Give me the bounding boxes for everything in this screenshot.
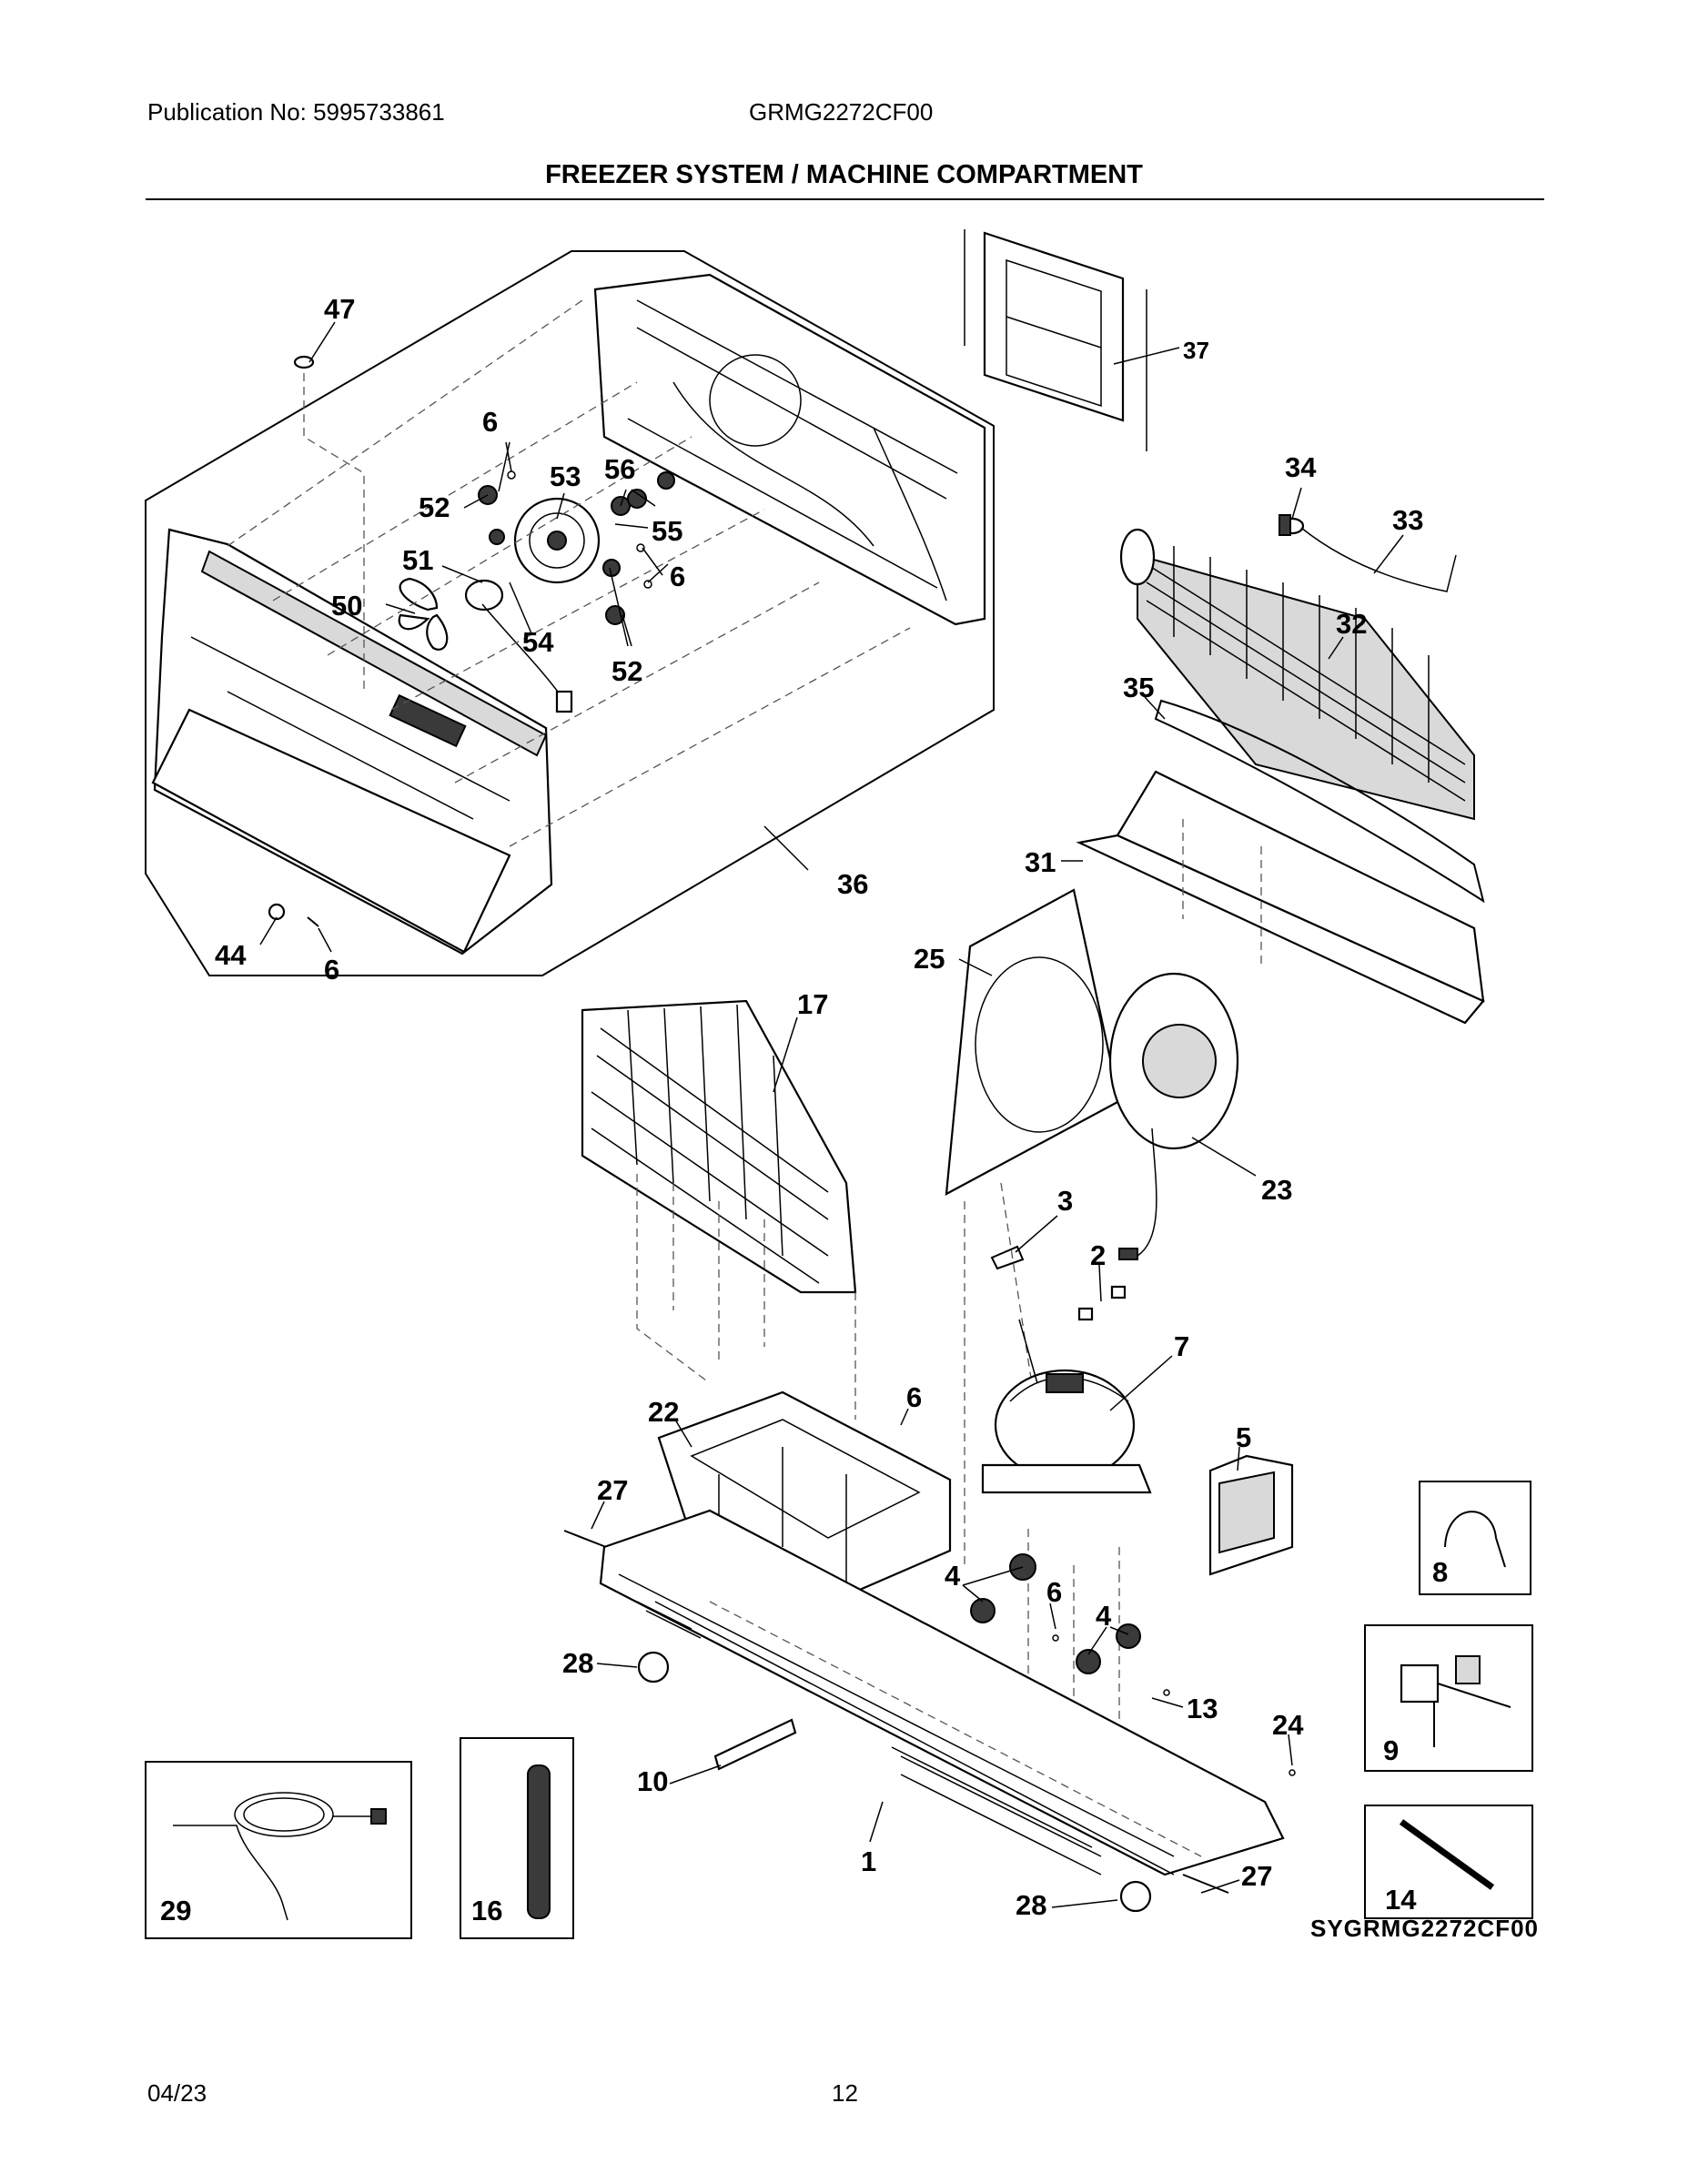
sensor-clip [1279, 514, 1291, 536]
sensor-thermistor [1279, 517, 1457, 592]
rollers-and-pins [563, 1530, 1296, 1913]
callout-28: 28 [1016, 1889, 1046, 1921]
callout-9: 9 [1383, 1734, 1399, 1766]
callout-23: 23 [1261, 1174, 1292, 1206]
callout-47: 47 [324, 293, 355, 325]
callout-14: 14 [1385, 1884, 1417, 1916]
callout-22: 22 [648, 1396, 679, 1428]
section-title: FREEZER SYSTEM / MACHINE COMPARTMENT [545, 160, 1143, 189]
fan-blade [398, 577, 449, 651]
front-grille-strip [713, 1718, 797, 1771]
evaporator-cover-rear [593, 273, 986, 626]
callout-51: 51 [402, 544, 433, 576]
callout-44: 44 [215, 939, 247, 971]
inset-wire-harness [145, 1761, 412, 1939]
callout-33: 33 [1392, 504, 1423, 536]
callout-10: 10 [637, 1765, 668, 1797]
callout-4: 4 [945, 1560, 961, 1592]
base-pan [599, 1509, 1285, 1876]
callout-37: 37 [1183, 337, 1209, 364]
callout-1: 1 [861, 1845, 876, 1877]
callout-6: 6 [324, 954, 339, 986]
diagram-code: SYGRMG2272CF00 [1310, 1915, 1539, 1942]
model-number: GRMG2272CF00 [749, 98, 934, 126]
callout-25: 25 [914, 943, 945, 975]
callout-17: 17 [797, 988, 828, 1020]
callout-35: 35 [1123, 672, 1154, 703]
callout-13: 13 [1187, 1693, 1218, 1724]
overload-relay [1208, 1454, 1294, 1576]
evaporator [1119, 528, 1475, 821]
callout-6: 6 [906, 1381, 922, 1413]
leader-lines [259, 321, 1404, 1908]
callout-52: 52 [612, 655, 642, 687]
gasket-frame [964, 229, 1147, 451]
callout-4: 4 [1096, 1600, 1112, 1632]
fan-motor-bracket [513, 497, 601, 584]
callout-52: 52 [419, 491, 450, 523]
callout-5: 5 [1236, 1421, 1251, 1453]
callout-29: 29 [160, 1895, 191, 1926]
callout-7: 7 [1174, 1330, 1189, 1362]
callout-6: 6 [1046, 1576, 1062, 1608]
callout-34: 34 [1285, 451, 1317, 483]
condenser-fan-motor [1108, 972, 1239, 1260]
callout-32: 32 [1336, 608, 1367, 640]
defrost-heater [1154, 699, 1485, 904]
compressor [981, 1319, 1152, 1494]
callout-53: 53 [550, 460, 581, 492]
callout-8: 8 [1432, 1556, 1448, 1588]
inset-insulation-tube [460, 1737, 574, 1939]
base-pan-vent-slots [636, 1601, 1102, 1876]
callout-27: 27 [1241, 1860, 1272, 1892]
screws-small [268, 355, 652, 927]
callout-27: 27 [597, 1474, 628, 1506]
callout-6: 6 [482, 406, 498, 438]
callout-56: 56 [604, 453, 635, 485]
callout-31: 31 [1025, 846, 1056, 878]
fan-motor [464, 579, 573, 713]
callout-28: 28 [562, 1647, 593, 1679]
callout-36: 36 [837, 868, 868, 900]
callout-54: 54 [522, 626, 554, 658]
header-divider [146, 198, 1544, 200]
callout-labels: 47 6 53 56 52 55 51 6 50 54 52 36 44 6 3… [160, 293, 1448, 1926]
callout-55: 55 [652, 515, 682, 547]
callout-50: 50 [331, 590, 362, 622]
mounting-clip [990, 1245, 1025, 1270]
front-air-duct-panel [151, 528, 553, 956]
callout-3: 3 [1057, 1185, 1073, 1217]
inset-hose [1419, 1481, 1531, 1595]
page-number: 12 [832, 2079, 858, 2107]
callout-24: 24 [1272, 1709, 1304, 1741]
condenser-fan-shroud [945, 888, 1121, 1196]
inset-tube-part [1364, 1805, 1533, 1919]
drain-pan [1076, 770, 1485, 1025]
publication-number: Publication No: 5995733861 [147, 98, 445, 126]
callout-2: 2 [1090, 1239, 1106, 1271]
callout-6: 6 [670, 561, 685, 592]
fan-assembly-group-outline [145, 250, 995, 976]
callout-16: 16 [471, 1895, 502, 1926]
inset-water-valve [1364, 1624, 1533, 1772]
harness-clip [1077, 1285, 1127, 1321]
assembly-guides-upper [227, 299, 911, 847]
footer-date: 04/23 [147, 2079, 207, 2107]
